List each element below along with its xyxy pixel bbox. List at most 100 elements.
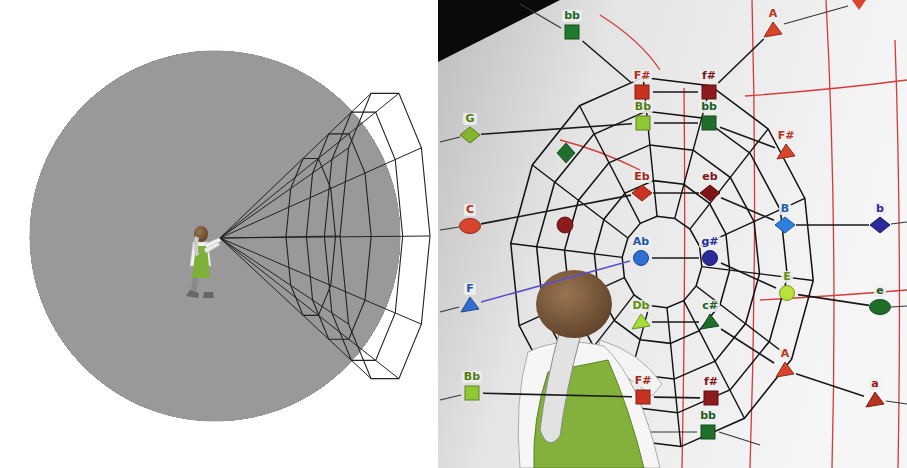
sphere-marker xyxy=(30,51,400,421)
key-link xyxy=(654,122,698,124)
key-label: Bb xyxy=(633,101,653,113)
key-node: F# xyxy=(631,70,653,101)
key-shape xyxy=(459,217,481,235)
sphere-marker xyxy=(30,51,400,421)
key-shape xyxy=(631,83,653,101)
sphere-marker xyxy=(30,51,400,421)
key-shape xyxy=(775,143,797,161)
wire-line xyxy=(784,6,848,24)
sphere-marker xyxy=(30,51,400,421)
key-label: c# xyxy=(700,300,720,312)
key-marker xyxy=(557,143,575,163)
frustum-spoke xyxy=(511,243,622,257)
key-link xyxy=(720,127,775,148)
sphere-marker xyxy=(30,51,400,421)
key-link xyxy=(721,198,774,221)
key-link xyxy=(652,257,699,259)
key-marker xyxy=(461,297,479,312)
key-label: g# xyxy=(699,236,720,248)
key-link xyxy=(652,321,699,323)
sphere-marker xyxy=(30,51,400,421)
wire-line xyxy=(520,4,561,28)
key-shape xyxy=(698,83,720,101)
cone-spoke xyxy=(220,148,421,238)
key-node: bb xyxy=(698,101,720,132)
sphere-body xyxy=(30,51,400,421)
key-label: C xyxy=(464,204,476,216)
key-label: F# xyxy=(632,70,653,82)
figure-shoe xyxy=(186,290,199,298)
key-marker xyxy=(866,392,884,407)
frustum-spoke xyxy=(667,308,681,447)
key-link xyxy=(481,124,632,134)
sphere-marker xyxy=(30,51,400,421)
wire-line xyxy=(440,307,459,312)
sphere-marker xyxy=(30,51,400,421)
key-marker xyxy=(632,185,652,201)
key-shape xyxy=(632,114,654,132)
key-link xyxy=(718,39,763,83)
key-node: Eb xyxy=(631,171,653,202)
key-label: a xyxy=(869,378,880,390)
key-label: Eb xyxy=(632,171,651,183)
sphere-marker xyxy=(30,51,400,421)
key-label: e xyxy=(874,285,885,297)
key-marker xyxy=(635,85,649,99)
key-link xyxy=(796,374,864,397)
key-shape xyxy=(699,184,721,202)
sphere-marker xyxy=(30,51,400,421)
key-node: F xyxy=(459,283,481,314)
key-link xyxy=(653,192,699,194)
key-marker xyxy=(460,127,480,143)
red-grid-line xyxy=(895,40,899,468)
wire-line xyxy=(440,137,460,142)
sphere-marker xyxy=(30,51,400,421)
key-marker xyxy=(701,425,715,439)
key-node: C xyxy=(459,204,481,235)
sphere-marker xyxy=(30,51,400,421)
key-link xyxy=(798,295,869,306)
key-label: f# xyxy=(700,70,718,82)
frustum-spoke xyxy=(684,301,745,419)
key-label: bb xyxy=(699,101,719,113)
sphere-marker xyxy=(30,51,400,421)
user-figure xyxy=(186,226,221,298)
wire-line xyxy=(891,306,907,307)
key-link xyxy=(481,195,631,224)
wire-line xyxy=(651,431,697,432)
key-shape xyxy=(700,389,722,407)
key-label: bb xyxy=(698,410,718,422)
sphere-marker xyxy=(30,51,400,421)
figure-hair xyxy=(194,236,199,256)
sphere-marker xyxy=(30,51,400,421)
key-node: Ab xyxy=(630,236,652,267)
sphere-marker xyxy=(30,51,400,421)
wire-line xyxy=(891,222,907,224)
wire-line xyxy=(886,401,907,404)
key-marker xyxy=(703,251,718,266)
wire-line xyxy=(719,432,760,445)
closeup-ground xyxy=(438,0,907,468)
key-marker xyxy=(700,185,720,201)
key-shape xyxy=(698,114,720,132)
sphere-marker xyxy=(30,51,400,421)
key-node: b xyxy=(869,203,891,234)
key-label: eb xyxy=(700,171,719,183)
sphere-marker xyxy=(30,51,400,421)
key-shape xyxy=(864,391,886,409)
key-shape xyxy=(774,361,796,379)
frustum-spoke xyxy=(702,267,813,281)
dark-corner xyxy=(438,0,560,62)
key-marker xyxy=(780,286,795,301)
sphere-marker xyxy=(30,51,400,421)
figure-shoe xyxy=(203,292,214,298)
key-marker xyxy=(460,219,481,234)
key-shape xyxy=(461,384,483,402)
key-marker xyxy=(775,217,795,233)
viewing-frustum xyxy=(511,77,813,446)
sphere-marker xyxy=(30,51,400,421)
key-shape xyxy=(697,423,719,441)
sphere-grid-dark xyxy=(30,51,400,420)
key-node: Bb xyxy=(461,371,483,402)
